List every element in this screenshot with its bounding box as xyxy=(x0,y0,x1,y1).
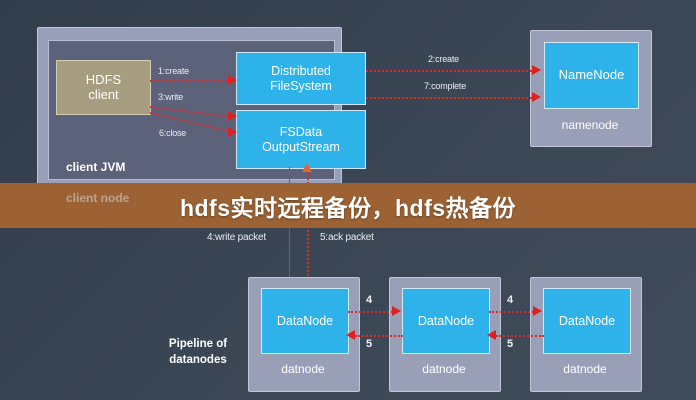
edge-complete-7-line xyxy=(366,97,536,99)
edge-ack-packet-arrowhead xyxy=(302,163,312,172)
datanode-box-label-1: DataNode xyxy=(276,313,334,328)
edge-complete-7-arrowhead xyxy=(532,92,541,102)
edge-label-create-1: 1:create xyxy=(158,66,189,76)
distributed-filesystem-label-line2: FileSystem xyxy=(270,78,332,93)
edge-label-close-6: 6:close xyxy=(159,128,187,138)
datanode-caption-2: datnode xyxy=(422,362,466,376)
edge-create-2-line xyxy=(366,70,536,72)
edge-dn2-dn1-ack-arrowhead xyxy=(346,330,355,340)
client-jvm-caption: client JVM xyxy=(66,160,126,174)
edge-dn3-dn2-ack-line xyxy=(496,335,544,337)
edge-dn3-dn2-ack-arrowhead xyxy=(487,330,496,340)
hdfs-client-box: HDFS client xyxy=(56,60,151,115)
fsdata-outputstream-label-line1: FSData xyxy=(279,125,323,140)
overlay-banner xyxy=(0,183,696,228)
overlay-banner-text: hdfs实时远程备份，hdfs热备份 xyxy=(179,194,517,221)
edge-label-ack-packet-5: 5:ack packet xyxy=(320,232,374,243)
datanode-box-1: DataNode xyxy=(261,288,349,354)
hdfs-client-label-line2: client xyxy=(88,86,119,102)
edge-label-pipe-4a: 4 xyxy=(366,294,373,306)
datanode-caption-1: datnode xyxy=(281,362,325,376)
pipeline-label-line2: datanodes xyxy=(169,353,227,366)
distributed-filesystem-box: Distributed FileSystem xyxy=(236,52,366,105)
namenode-box: NameNode xyxy=(544,42,639,109)
datanode-box-label-3: DataNode xyxy=(558,313,616,328)
edge-dn2-dn3-forward-line xyxy=(489,311,537,313)
edge-create-1-arrowhead xyxy=(228,75,237,85)
edge-create-1-line xyxy=(150,80,230,82)
edge-dn1-dn2-forward-arrowhead xyxy=(392,306,401,316)
fsdata-outputstream-label-line2: OutputStream xyxy=(262,139,340,154)
datanode-box-label-2: DataNode xyxy=(417,313,475,328)
edge-dn2-dn1-ack-line xyxy=(355,335,403,337)
datanode-box-2: DataNode xyxy=(402,288,490,354)
client-node-caption: client node xyxy=(66,191,130,205)
namenode-box-label: NameNode xyxy=(558,67,625,83)
edge-write-3-arrowhead xyxy=(228,111,237,121)
pipeline-label-line1: Pipeline of xyxy=(168,338,228,350)
edge-label-pipe-5b: 5 xyxy=(507,338,514,350)
edge-create-2-arrowhead xyxy=(532,65,541,75)
edge-write-packet-line xyxy=(289,167,290,292)
datanode-box-3: DataNode xyxy=(543,288,631,354)
fsdata-outputstream-box: FSData OutputStream xyxy=(236,110,366,169)
edge-label-pipe-4b: 4 xyxy=(507,294,514,306)
edge-dn1-dn2-forward-line xyxy=(348,311,396,313)
edge-label-complete-7: 7:complete xyxy=(424,81,467,91)
edge-label-pipe-5a: 5 xyxy=(366,338,373,350)
edge-ack-packet-line xyxy=(307,170,309,292)
edge-close-6-arrowhead xyxy=(228,127,237,137)
namenode-caption: namenode xyxy=(561,118,619,132)
edge-dn2-dn3-forward-arrowhead xyxy=(533,306,542,316)
distributed-filesystem-label-line1: Distributed xyxy=(271,64,331,79)
edge-label-write-3: 3:write xyxy=(158,92,184,102)
edge-label-create-2: 2:create xyxy=(428,54,459,64)
edge-label-write-packet-4: 4:write packet xyxy=(207,232,266,243)
datanode-caption-3: datnode xyxy=(563,362,607,376)
hdfs-client-label-line1: HDFS xyxy=(85,71,122,87)
pipeline-label: Pipeline of datanodes xyxy=(148,337,248,368)
